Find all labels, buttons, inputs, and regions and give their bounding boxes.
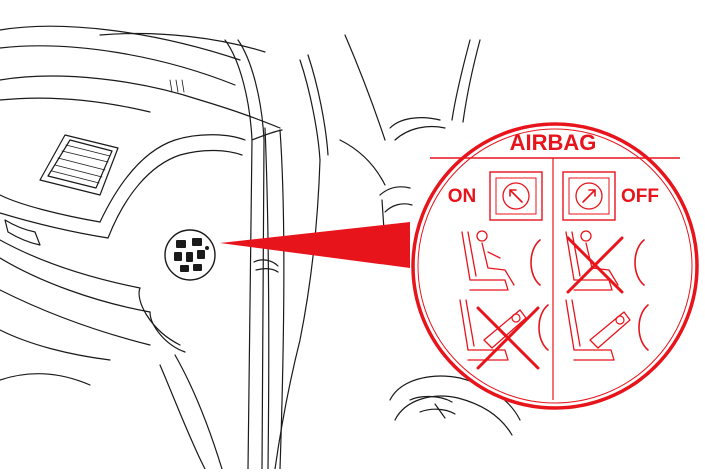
rear-facing-child-seat-prohibited-icon bbox=[459, 299, 549, 370]
windshield-right bbox=[339, 34, 481, 231]
state-on-label: ON bbox=[448, 186, 477, 207]
callout-pointer bbox=[220, 222, 410, 268]
state-off-label: OFF bbox=[621, 186, 659, 207]
dash-airbag-switch bbox=[164, 229, 216, 281]
airbag-title: AIRBAG bbox=[510, 130, 597, 155]
seated-adult-passenger-prohibited-icon bbox=[565, 230, 645, 294]
key-switch-arrow-up-left-icon bbox=[489, 171, 543, 221]
door-handle bbox=[389, 375, 521, 436]
key-switch-arrow-up-right-icon bbox=[562, 171, 616, 221]
seated-adult-passenger-icon bbox=[461, 230, 541, 291]
air-vent bbox=[39, 134, 119, 196]
rear-facing-child-seat-icon bbox=[565, 299, 649, 361]
callout-magnified-label: AIRBAG ON OFF bbox=[411, 122, 699, 410]
door-pillar bbox=[224, 39, 329, 470]
dashboard-outline bbox=[0, 25, 281, 470]
